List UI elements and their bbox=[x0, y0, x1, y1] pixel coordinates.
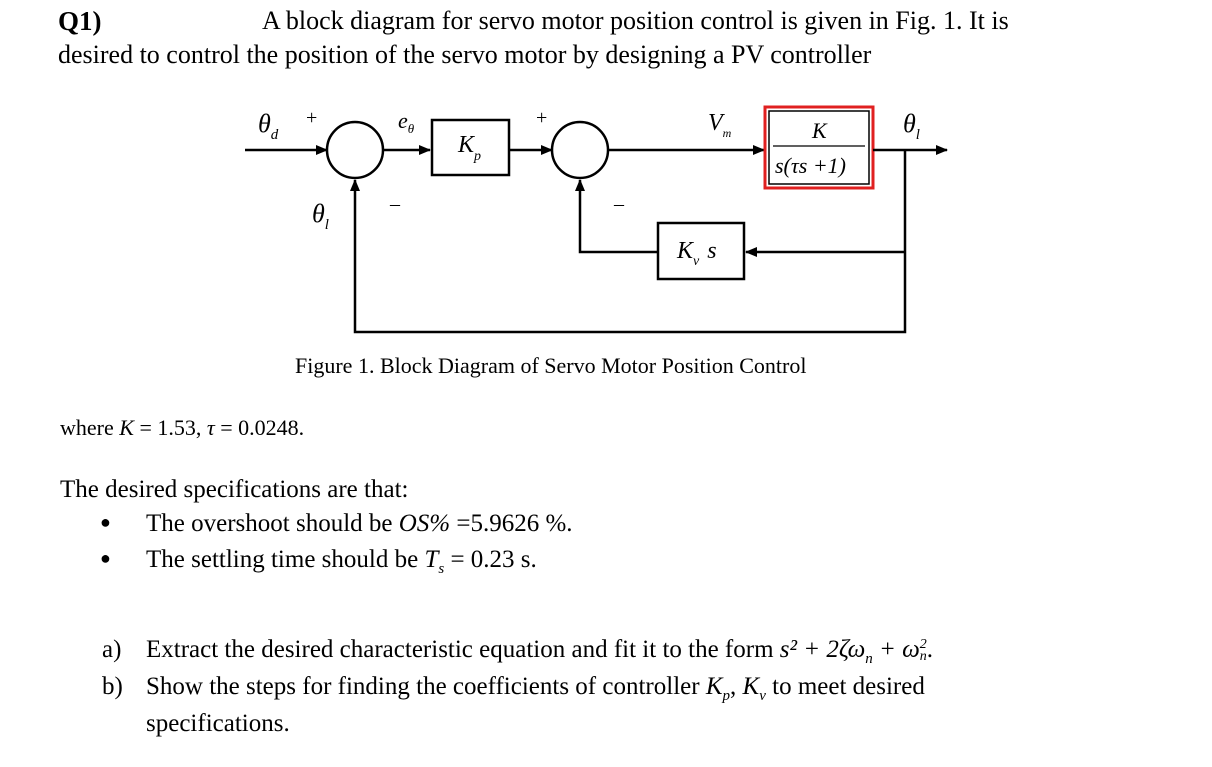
parameter-values: where K = 1.53, τ = 0.0248. bbox=[60, 415, 304, 441]
question-text-line1: A block diagram for servo motor position… bbox=[262, 6, 1009, 35]
plant-block bbox=[768, 110, 870, 185]
summing-junction-2 bbox=[550, 120, 610, 180]
task-a-sup2: 2 bbox=[919, 636, 927, 652]
theta-l-feedback-label: θl bbox=[312, 199, 329, 233]
os-symbol: OS% bbox=[398, 510, 451, 537]
velocity-feedback-line bbox=[575, 179, 658, 254]
params-prefix: where bbox=[60, 415, 120, 440]
question-label: Q1) bbox=[58, 6, 102, 36]
vm-label: Vm bbox=[708, 110, 732, 140]
kp-label: Kp bbox=[457, 132, 481, 164]
theta-d-label: θd bbox=[258, 109, 279, 143]
spec-overshoot: The overshoot should be OS% =5.9626 %. bbox=[146, 510, 573, 538]
task-a: Extract the desired characteristic equat… bbox=[146, 636, 933, 668]
task-a-eq-mid: + ω bbox=[872, 636, 920, 663]
task-b-comma: , bbox=[730, 673, 743, 700]
task-a-eq-start: s² + 2ζω bbox=[779, 636, 866, 663]
specs-intro: The desired specifications are that: bbox=[60, 476, 409, 503]
plus-sign-1: + bbox=[306, 107, 317, 129]
spec2-suffix: = 0.23 s. bbox=[444, 546, 537, 573]
ts-symbol: T bbox=[424, 546, 439, 573]
spec-settling-time: The settling time should be Ts = 0.23 s. bbox=[146, 546, 537, 578]
spec1-suffix: =5.9626 %. bbox=[450, 510, 573, 537]
kv-block bbox=[656, 221, 746, 281]
task-a-label: a) bbox=[102, 636, 122, 663]
k-value: = 1.53, bbox=[133, 415, 207, 440]
kp-symbol: K bbox=[705, 673, 723, 700]
kv-symbol: K bbox=[742, 673, 760, 700]
position-feedback-line bbox=[350, 150, 907, 334]
task-a-text: Extract the desired characteristic equat… bbox=[146, 636, 780, 663]
task-a-sub2: n bbox=[919, 649, 927, 665]
task-b-end: to meet desired bbox=[765, 673, 925, 700]
kp-subscript: p bbox=[722, 688, 731, 704]
ts-subscript: s bbox=[438, 561, 445, 577]
minus-sign-2: – bbox=[613, 193, 625, 215]
task-b-text: Show the steps for finding the coefficie… bbox=[146, 673, 706, 700]
bullet-2: ● bbox=[100, 548, 111, 568]
task-b-line2: specifications. bbox=[146, 710, 290, 737]
task-b-label: b) bbox=[102, 673, 123, 700]
task-a-end: . bbox=[926, 636, 933, 663]
figure-caption: Figure 1. Block Diagram of Servo Motor P… bbox=[295, 353, 807, 378]
summing-junction-1 bbox=[325, 120, 385, 180]
tau-symbol: τ bbox=[206, 415, 215, 440]
tf-denominator: s(τs +1) bbox=[775, 153, 846, 178]
tf-numerator: K bbox=[811, 118, 828, 143]
minus-sign-1: – bbox=[389, 193, 401, 215]
k-symbol: K bbox=[119, 415, 134, 440]
plus-sign-2: + bbox=[536, 107, 547, 129]
question-text-line2: desired to control the position of the s… bbox=[58, 40, 872, 69]
task-b: Show the steps for finding the coefficie… bbox=[146, 673, 925, 705]
e-theta-label: eθ bbox=[398, 108, 415, 136]
kp-block bbox=[430, 118, 511, 177]
plant-highlight-box bbox=[763, 105, 875, 190]
task-a-sub1: n bbox=[865, 651, 873, 667]
spec1-prefix: The overshoot should be bbox=[146, 510, 399, 537]
bullet-1: ● bbox=[100, 512, 111, 532]
tau-value: = 0.0248. bbox=[214, 415, 305, 440]
theta-l-output-label: θl bbox=[903, 109, 920, 143]
kv-subscript: v bbox=[759, 688, 766, 704]
spec2-prefix: The settling time should be bbox=[146, 546, 425, 573]
